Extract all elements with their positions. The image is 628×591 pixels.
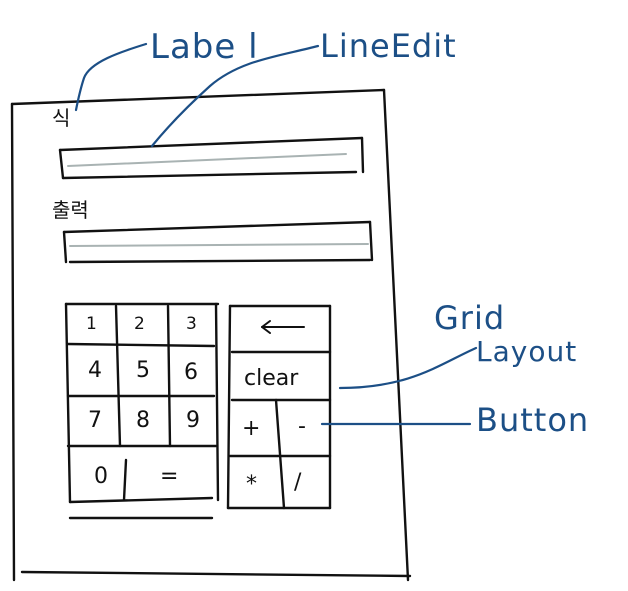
label-output: 출력 xyxy=(52,198,89,222)
line-edit-output xyxy=(62,220,374,264)
key-9-button[interactable]: 9 xyxy=(186,408,200,433)
key-3-button[interactable]: 3 xyxy=(186,314,197,334)
window-right-edge xyxy=(382,88,410,582)
line-edit-output-text-line xyxy=(69,243,369,247)
window-bottom-edge xyxy=(20,570,412,578)
annotation-label: Labe l xyxy=(150,27,259,67)
window-left-edge xyxy=(10,102,16,582)
key-times-button[interactable]: * xyxy=(246,472,257,497)
number-keypad-grid xyxy=(64,302,220,520)
annotation-grid: Grid xyxy=(434,299,506,337)
annotation-lineedit: LineEdit xyxy=(320,27,457,65)
key-6-button[interactable]: 6 xyxy=(184,360,198,385)
annotation-layout: Layout xyxy=(476,335,578,368)
label-expression: 식 xyxy=(52,106,71,130)
key-5-button[interactable]: 5 xyxy=(136,358,150,383)
annotation-leaders xyxy=(74,42,478,426)
key-clear-button[interactable]: clear xyxy=(244,366,299,391)
key-4-button[interactable]: 4 xyxy=(88,358,102,383)
key-7-button[interactable]: 7 xyxy=(88,408,102,433)
key-plus-button[interactable]: + xyxy=(242,416,261,441)
key-minus-button[interactable]: - xyxy=(298,414,306,439)
key-1-button[interactable]: 1 xyxy=(86,314,97,334)
key-divide-button[interactable]: / xyxy=(294,470,302,495)
key-0-button[interactable]: 0 xyxy=(94,464,108,489)
key-equals-button[interactable]: = xyxy=(160,464,179,489)
gridlayout-leader-line xyxy=(338,346,478,390)
annotation-button: Button xyxy=(476,401,590,439)
window-frame xyxy=(10,88,412,582)
lineedit-leader-line xyxy=(150,44,320,148)
key-8-button[interactable]: 8 xyxy=(136,408,150,433)
line-edit-expression xyxy=(58,136,365,180)
operator-keypad-grid xyxy=(226,304,332,510)
key-2-button[interactable]: 2 xyxy=(134,314,145,334)
key-backspace-button[interactable]: ← xyxy=(266,312,288,338)
label-leader-line xyxy=(74,42,148,112)
backspace-arrow-head xyxy=(261,320,271,334)
line-edit-expression-text-line xyxy=(67,153,347,167)
